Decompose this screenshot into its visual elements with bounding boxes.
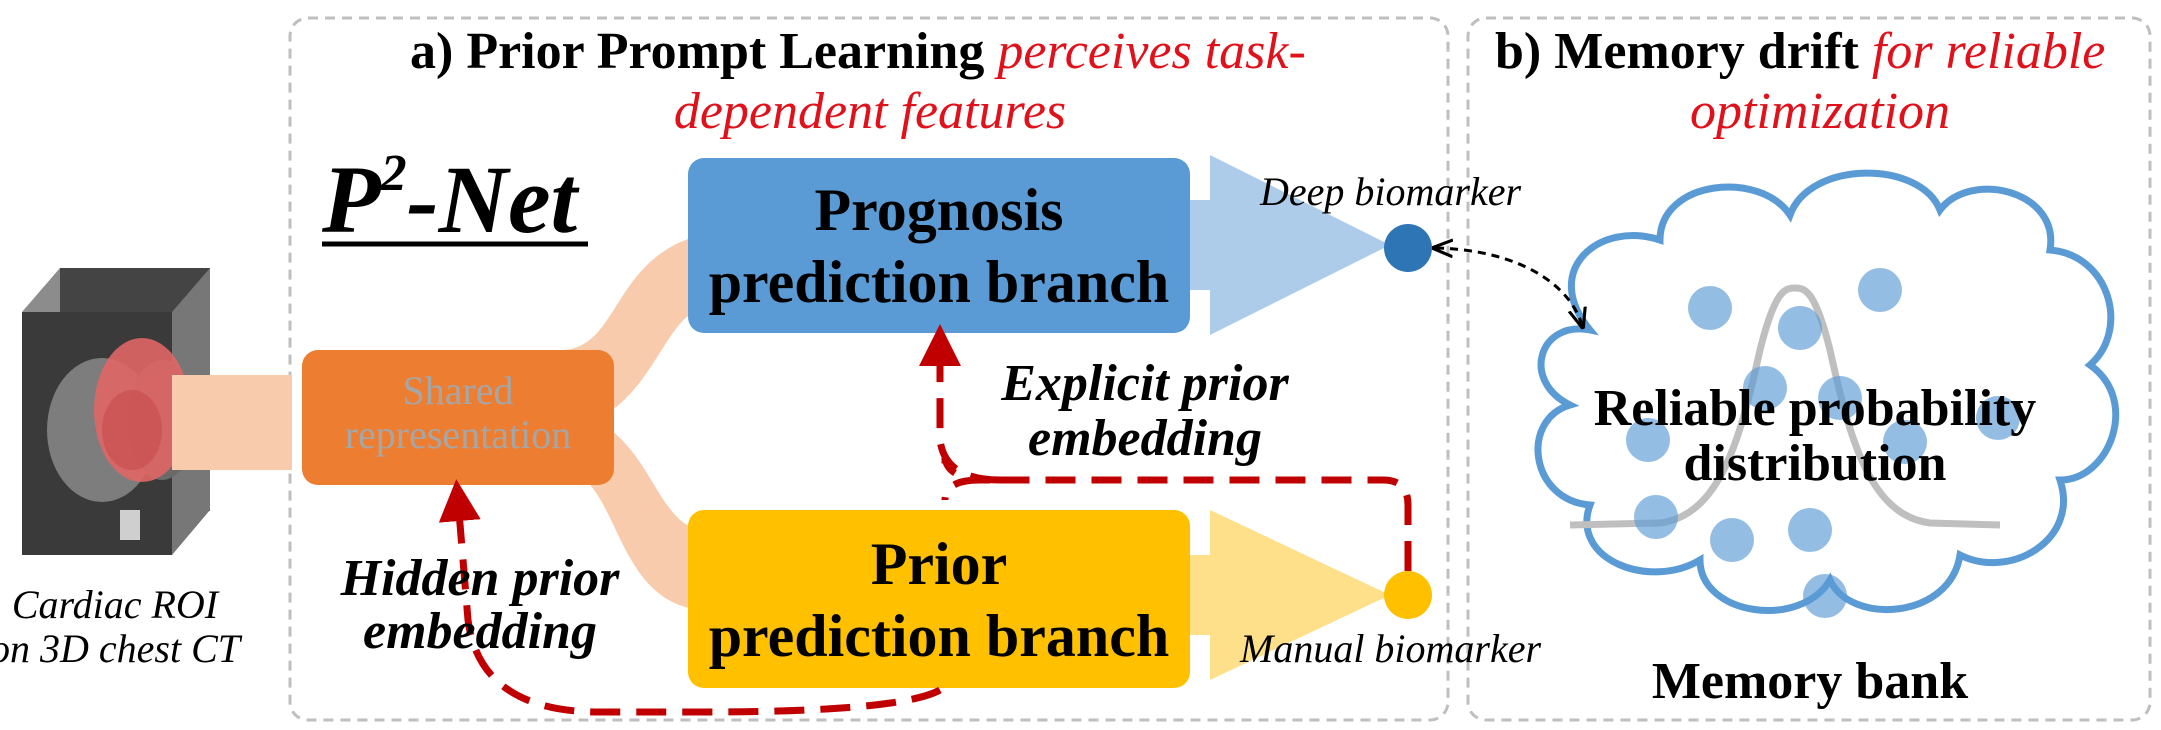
memory-dot — [1976, 396, 2020, 440]
memory-dot — [1788, 508, 1832, 552]
panel-a-title: a) Prior Prompt Learning perceives task- — [410, 23, 1306, 80]
shared-label-line2: representation — [345, 412, 572, 457]
memory-dot — [1858, 268, 1902, 312]
memory-bank-label: Memory bank — [1652, 653, 1968, 710]
distribution-label-line2: distribution — [1684, 435, 1947, 492]
prognosis-branch-line1: Prognosis — [815, 177, 1064, 243]
memory-drift-arrow — [1436, 248, 1582, 325]
panel-a-title-line2: dependent features — [674, 83, 1066, 140]
prior-branch-line2: prediction branch — [709, 603, 1170, 669]
memory-dot — [1803, 574, 1847, 618]
memory-dot — [1710, 518, 1754, 562]
distribution-curve — [1569, 284, 2001, 529]
input-caption-line2: on 3D chest CT — [0, 626, 243, 671]
prior-branch-box — [688, 510, 1190, 688]
prior-branch-line1: Prior — [871, 531, 1008, 597]
memory-dot — [1778, 306, 1822, 350]
prior-output-arrow — [1180, 510, 1390, 680]
memory-dot — [1743, 366, 1787, 410]
shared-label-line1: Shared — [402, 368, 513, 413]
panel-b-frame — [1466, 16, 2152, 722]
explicit-prior-arrow-curve — [919, 324, 1001, 484]
memory-dot — [1883, 420, 1927, 464]
net-name-label: P2-Net — [321, 145, 588, 253]
hidden-prior-label-line2: embedding — [363, 603, 597, 660]
explicit-prior-label-line1: Explicit prior — [1000, 355, 1289, 412]
deep-biomarker-dot — [1384, 224, 1432, 272]
manual-biomarker-dot — [1384, 571, 1432, 619]
memory-dots — [1626, 268, 2020, 618]
shared-representation-box — [302, 350, 614, 485]
prognosis-branch-line2: prediction branch — [709, 249, 1170, 315]
deep-biomarker-label: Deep biomarker — [1259, 169, 1521, 214]
memory-dot — [1818, 376, 1862, 420]
memory-dot — [1626, 418, 1670, 462]
hidden-prior-label-line1: Hidden prior — [340, 550, 621, 607]
panel-b-title: b) Memory drift for reliable — [1495, 23, 2105, 80]
panel-a-frame — [288, 16, 1450, 722]
explicit-prior-label-line2: embedding — [1028, 410, 1262, 467]
panel-b-title-line2: optimization — [1690, 83, 1950, 140]
manual-biomarker-label: Manual biomarker — [1239, 626, 1542, 671]
distribution-label-line1: Reliable probability — [1594, 380, 2037, 437]
input-caption-line1: Cardiac ROI — [12, 582, 220, 627]
input-flow — [172, 375, 292, 470]
svg-text:P2-Net: P2-Net — [321, 145, 581, 253]
memory-dot — [1634, 495, 1678, 539]
hidden-prior-arrow — [438, 479, 942, 716]
prognosis-output-arrow — [1180, 155, 1390, 335]
prognosis-branch-box — [688, 158, 1190, 333]
memory-dot — [1688, 286, 1732, 330]
